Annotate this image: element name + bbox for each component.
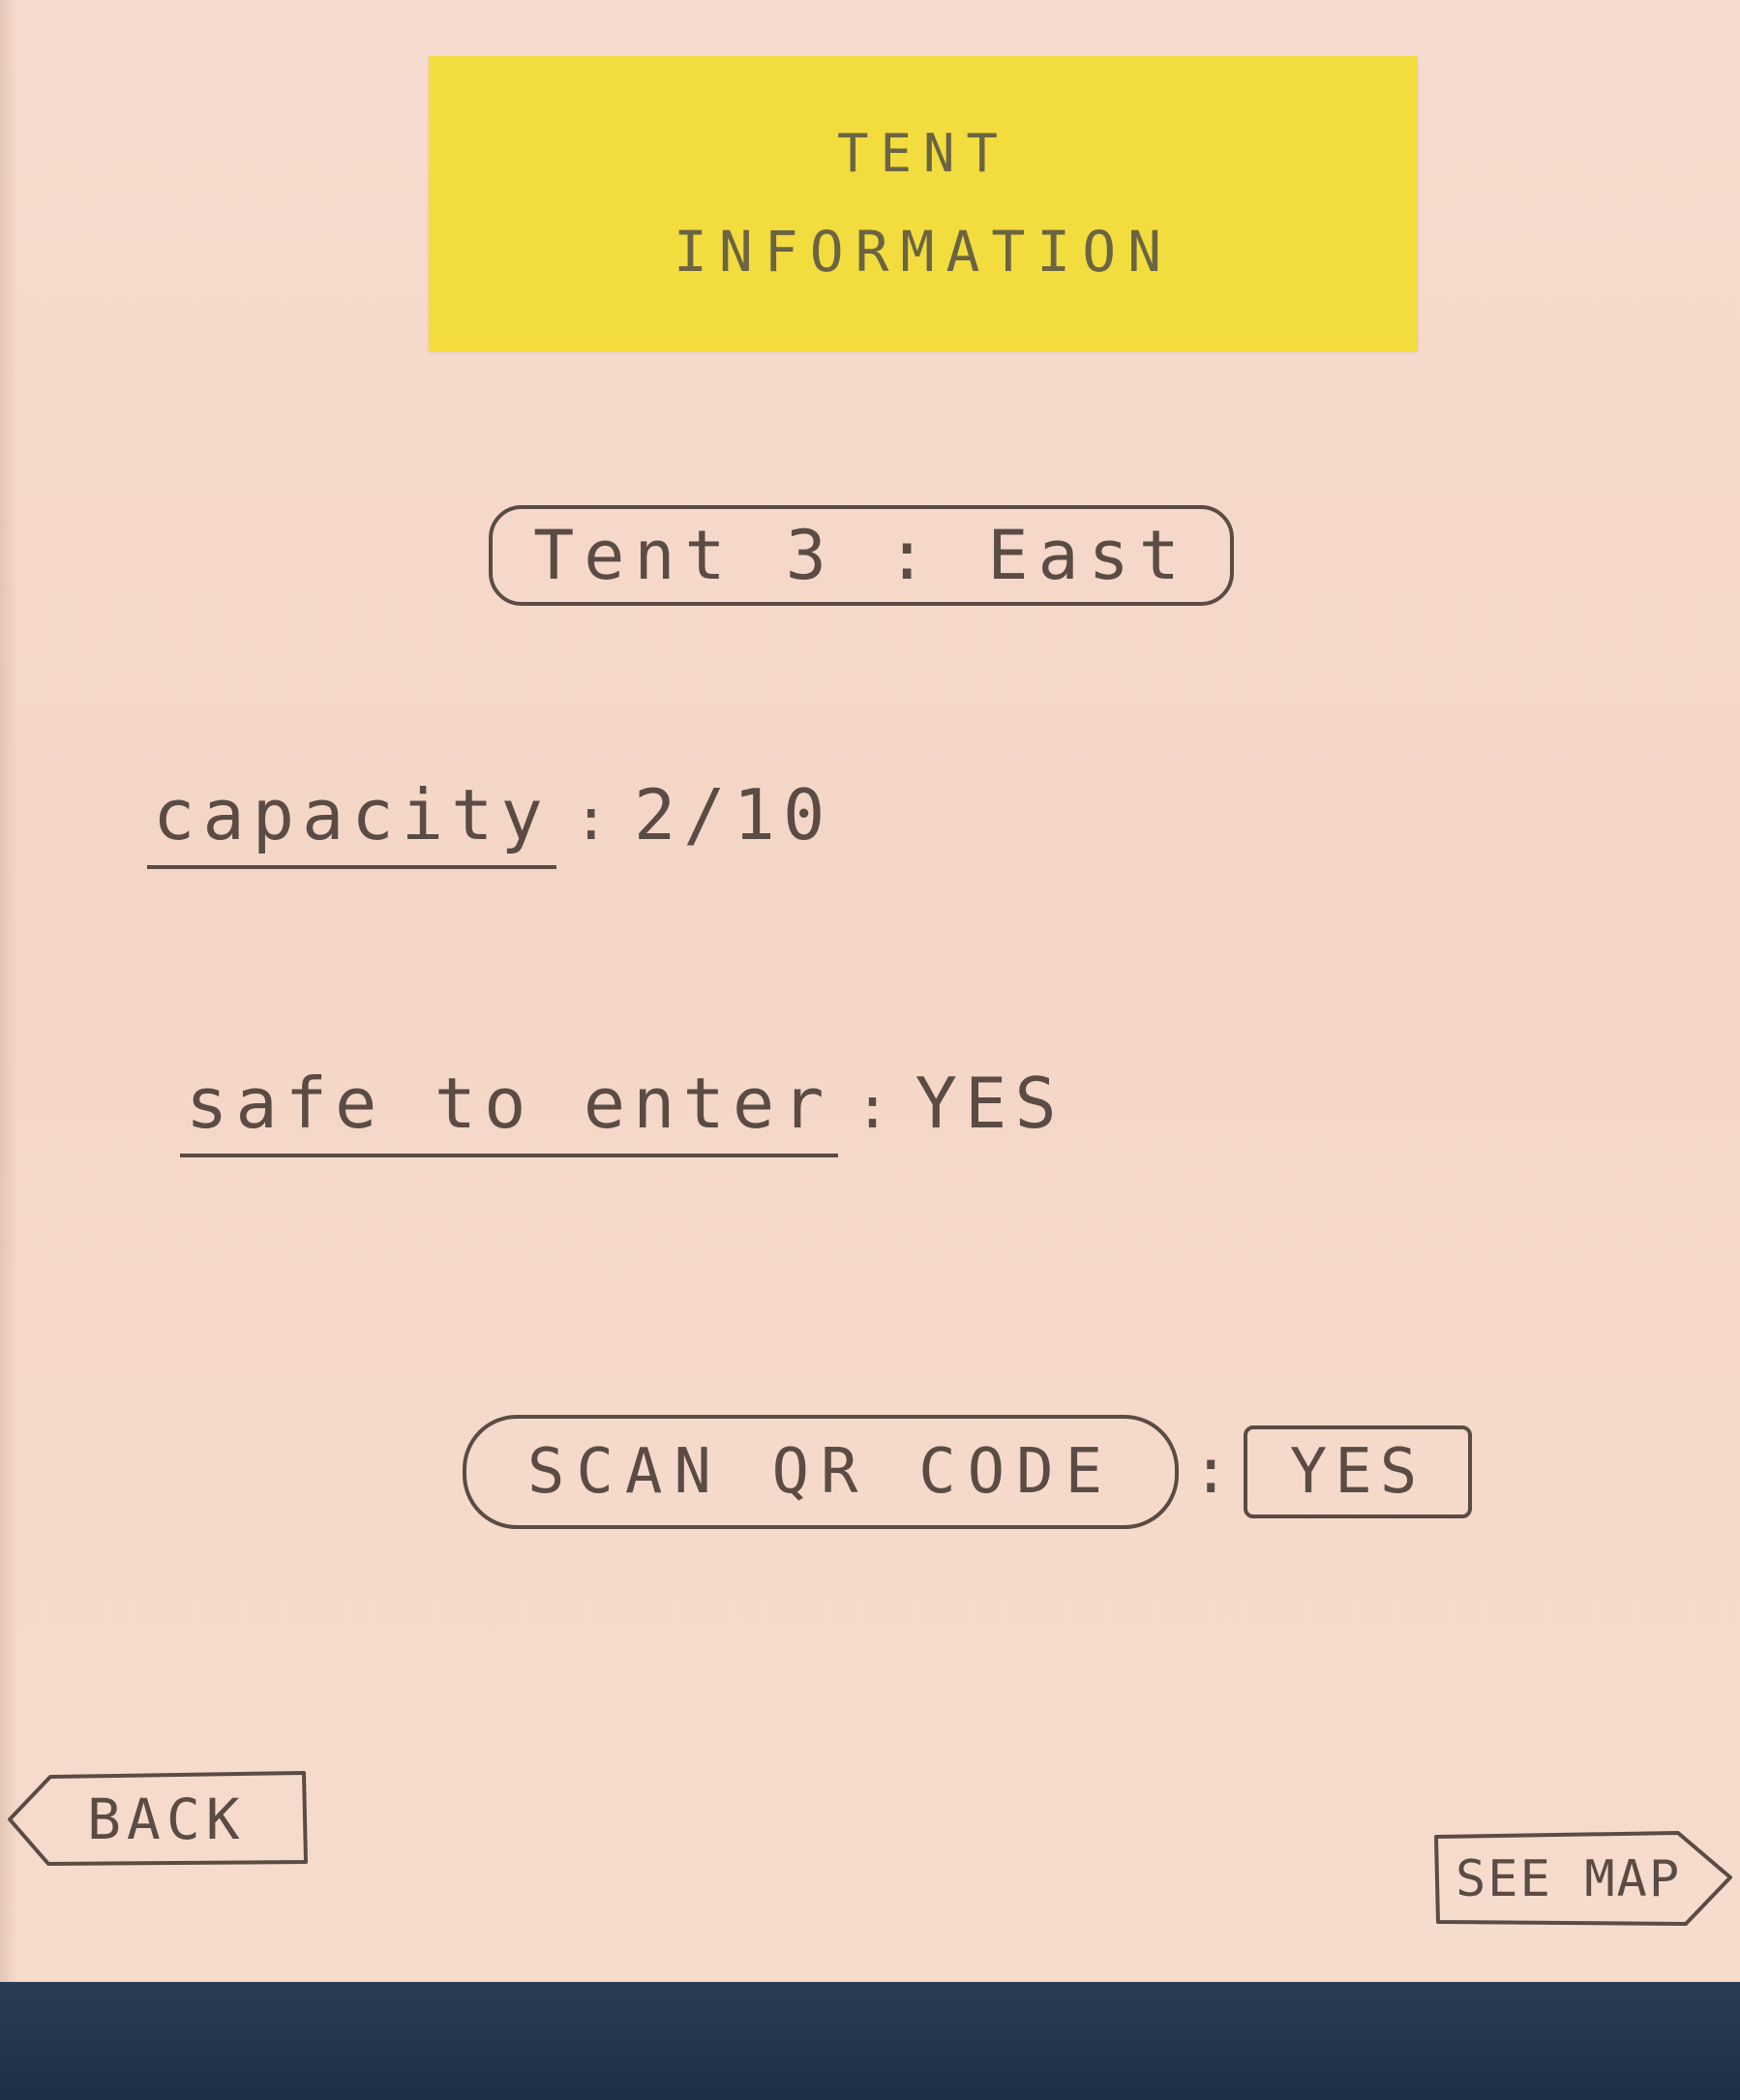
back-button-label: BACK: [87, 1786, 246, 1852]
see-map-button[interactable]: SEE MAP: [1432, 1829, 1734, 1930]
safe-to-enter-separator: :: [855, 1074, 890, 1142]
scan-separator: :: [1192, 1436, 1230, 1508]
capacity-row: capacity : 2/10: [147, 774, 832, 869]
safe-to-enter-value: YES: [915, 1063, 1065, 1144]
paper-edge: [0, 0, 17, 1984]
safe-to-enter-row: safe to enter : YES: [180, 1063, 1065, 1157]
page-header: TENT INFORMATION: [429, 56, 1418, 351]
page-title-line-1: TENT: [836, 123, 1010, 184]
back-arrow-shape: [8, 1771, 308, 1866]
capacity-label: capacity: [147, 774, 556, 869]
see-map-arrow-shape: [1434, 1831, 1732, 1926]
page-title-line-2: INFORMATION: [673, 219, 1174, 285]
back-button[interactable]: BACK: [6, 1771, 308, 1868]
see-map-button-label: SEE MAP: [1455, 1850, 1682, 1908]
scan-qr-code-button[interactable]: SCAN QR CODE: [463, 1415, 1179, 1529]
tent-name-box: Tent 3 : East: [489, 505, 1234, 606]
capacity-separator: :: [573, 786, 609, 854]
table-background: [0, 1982, 1740, 2100]
capacity-value: 2/10: [633, 774, 833, 855]
scan-qr-row: SCAN QR CODE : YES: [463, 1415, 1472, 1529]
safe-to-enter-label: safe to enter: [180, 1063, 838, 1157]
scan-yes-button[interactable]: YES: [1243, 1425, 1472, 1518]
